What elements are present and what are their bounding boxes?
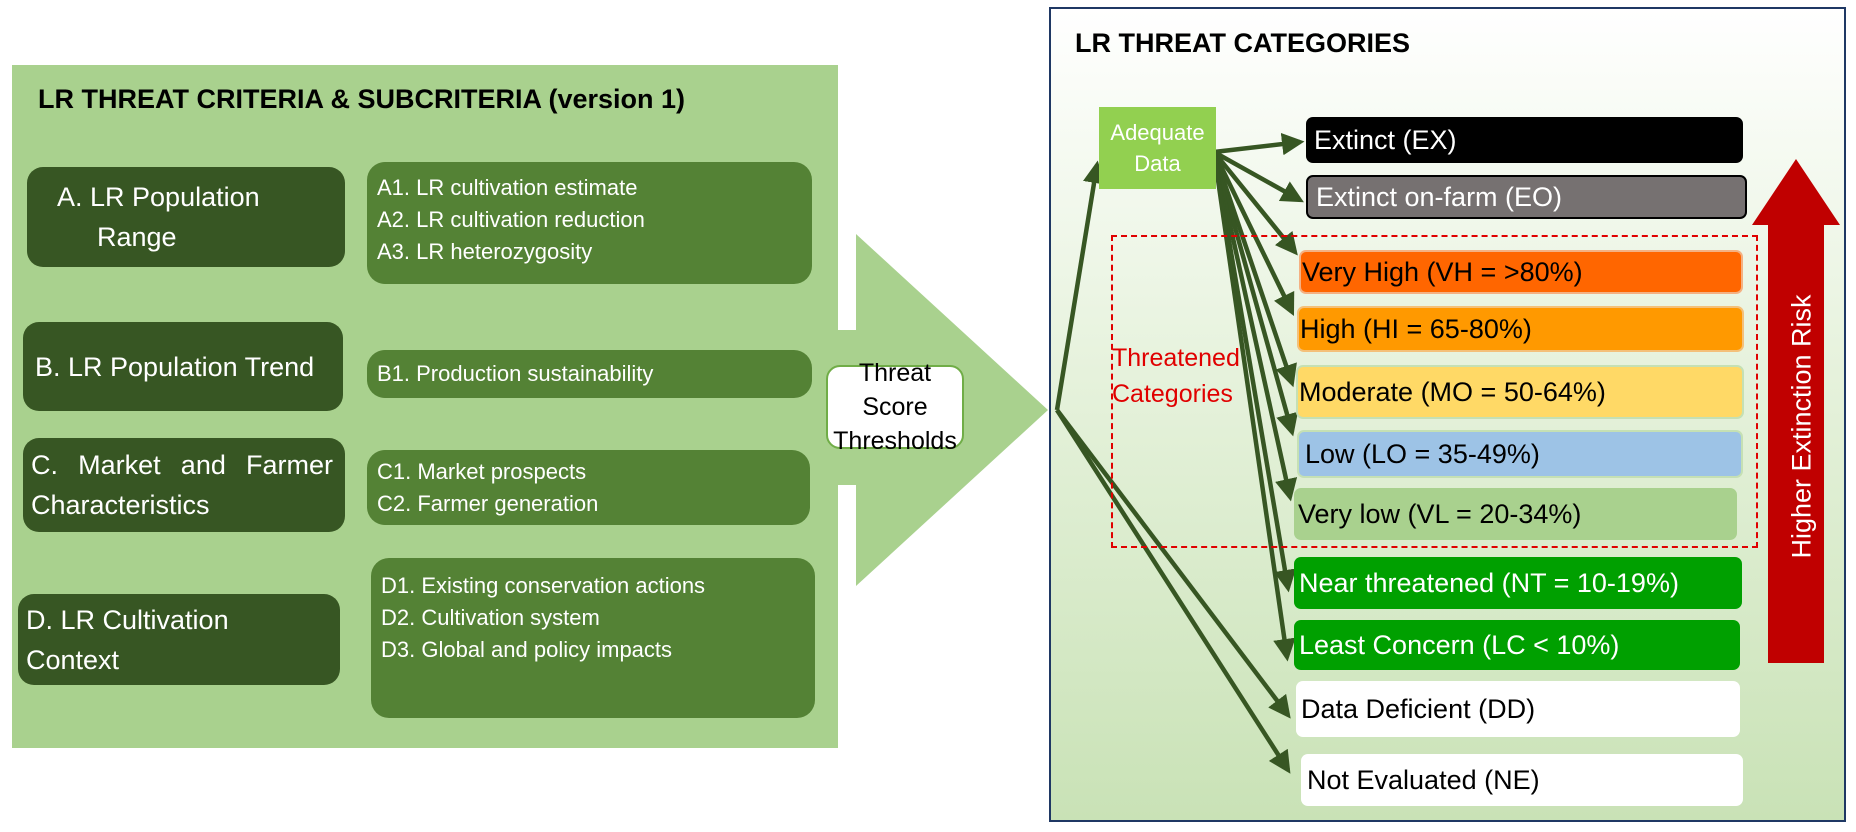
- category-high: High (HI = 65-80%): [1297, 306, 1744, 352]
- subcriterion-a3: A3. LR heterozygosity: [377, 239, 593, 264]
- category-very-high: Very High (VH = >80%): [1299, 250, 1743, 294]
- criterion-b: B. LR Population Trend: [23, 322, 343, 411]
- criterion-d: D. LR Cultivation Context: [18, 594, 340, 685]
- categories-panel-title: LR THREAT CATEGORIES: [1075, 28, 1410, 58]
- subcriterion-d2: D2. Cultivation system: [381, 605, 600, 630]
- category-not-evaluated: Not Evaluated (NE): [1301, 754, 1743, 806]
- criteria-panel-title: LR THREAT CRITERIA & SUBCRITERIA (versio…: [38, 84, 686, 114]
- subcriteria-c: C1. Market prospects C2. Farmer generati…: [367, 450, 810, 525]
- adequate-data-box: Adequate Data: [1099, 107, 1216, 189]
- subcriteria-a: A1. LR cultivation estimate A2. LR culti…: [367, 162, 812, 284]
- category-least-concern-label: Least Concern (LC < 10%): [1299, 629, 1620, 660]
- subcriterion-d1: D1. Existing conservation actions: [381, 573, 706, 598]
- criterion-c: C. Market and Farmer Characteristics: [23, 438, 345, 532]
- category-least-concern: Least Concern (LC < 10%): [1294, 620, 1740, 670]
- arrow-to-data-deficient: [1055, 408, 1291, 719]
- category-near-threatened-label: Near threatened (NT = 10-19%): [1299, 567, 1679, 598]
- category-very-low-label: Very low (VL = 20-34%): [1298, 498, 1582, 529]
- arrow-to-not-evaluated: [1055, 408, 1291, 774]
- higher-risk-arrow: [1752, 159, 1840, 663]
- category-very-low: Very low (VL = 20-34%): [1294, 488, 1737, 540]
- arrow-to-low: [1211, 151, 1299, 437]
- subcriterion-c2: C2. Farmer generation: [377, 490, 599, 516]
- arrow-to-high: [1211, 151, 1295, 317]
- criterion-c-label: C. Market and Farmer Characteristics: [31, 450, 333, 520]
- subcriterion-c1: C1. Market prospects: [377, 458, 587, 484]
- category-not-evaluated-label: Not Evaluated (NE): [1307, 764, 1540, 795]
- arrow-to-extinct-on-farm: [1212, 150, 1304, 203]
- threat-score-thresholds-box: Threat Score Thresholds: [826, 359, 964, 455]
- threat-score-thresholds-label: Threat Score Thresholds: [833, 359, 957, 455]
- category-extinct-on-farm: Extinct on-farm (EO): [1306, 175, 1747, 219]
- category-data-deficient: Data Deficient (DD): [1296, 681, 1740, 737]
- criterion-b-label: B. LR Population Trend: [35, 351, 315, 382]
- higher-extinction-risk-label: Higher Extinction Risk: [1786, 293, 1817, 559]
- arrow-to-adequate-data: [1054, 160, 1106, 411]
- threatened-categories-label: Threatened Categories: [1112, 344, 1240, 408]
- category-low: Low (LO = 35-49%): [1297, 430, 1743, 478]
- category-data-deficient-label: Data Deficient (DD): [1301, 693, 1536, 724]
- category-moderate-label: Moderate (MO = 50-64%): [1299, 376, 1606, 407]
- adequate-data-label: Adequate Data: [1110, 120, 1205, 176]
- subcriterion-a1: A1. LR cultivation estimate: [377, 175, 638, 200]
- category-extinct-on-farm-label: Extinct on-farm (EO): [1316, 181, 1563, 212]
- arrow-to-very-low: [1211, 151, 1298, 502]
- subcriterion-b1: B1. Production sustainability: [377, 361, 654, 386]
- subcriteria-b: B1. Production sustainability: [367, 350, 812, 398]
- criterion-d-label: D. LR Cultivation Context: [26, 604, 229, 675]
- category-extinct: Extinct (EX): [1306, 117, 1743, 163]
- subcriterion-a2: A2. LR cultivation reduction: [377, 207, 645, 232]
- subcriteria-d: D1. Existing conservation actions D2. Cu…: [371, 558, 815, 718]
- category-high-label: High (HI = 65-80%): [1300, 313, 1532, 344]
- criterion-a: A. LR Population Range: [27, 167, 345, 267]
- threatened-categories-box: [1111, 235, 1758, 548]
- category-very-high-label: Very High (VH = >80%): [1302, 256, 1583, 287]
- category-near-threatened: Near threatened (NT = 10-19%): [1294, 557, 1742, 609]
- category-extinct-label: Extinct (EX): [1314, 124, 1457, 155]
- category-low-label: Low (LO = 35-49%): [1305, 438, 1540, 469]
- category-moderate: Moderate (MO = 50-64%): [1296, 365, 1744, 419]
- arrow-to-extinct: [1213, 132, 1305, 156]
- criterion-a-label: A. LR Population Range: [57, 182, 260, 252]
- subcriterion-d3: D3. Global and policy impacts: [381, 637, 673, 662]
